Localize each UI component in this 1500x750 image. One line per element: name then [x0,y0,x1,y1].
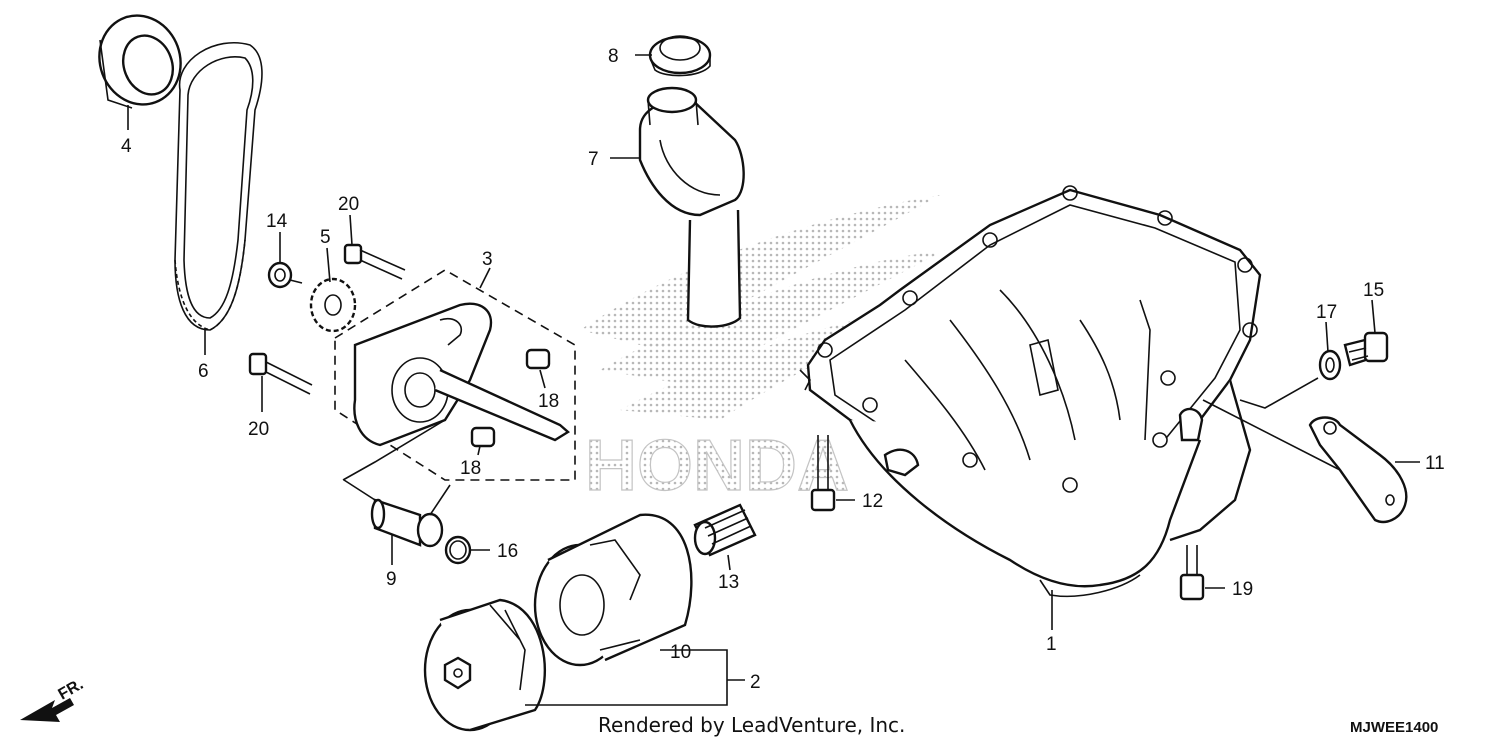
callout-20-lower: 20 [248,419,269,440]
leader-lines [127,54,1420,706]
part-6-chain [174,42,263,331]
callouts: 1 2 3 4 5 6 7 8 9 10 11 12 13 14 15 16 1… [121,46,1445,693]
part-11-bracket [1308,416,1408,524]
callout-20-upper: 20 [338,194,359,215]
part-4-sprocket [98,14,182,109]
part-16-o-ring [444,535,472,565]
callout-11: 11 [1425,453,1445,474]
part-20-bolt-lower [248,352,313,395]
callout-18-upper: 18 [538,391,559,412]
callout-14: 14 [266,211,288,232]
arrow-icon [20,698,74,722]
part-19-bolt [1179,545,1205,601]
part-8-cap [648,35,712,77]
callout-3: 3 [482,249,493,270]
callout-10: 10 [670,642,691,663]
part-1-oil-pan [799,185,1262,598]
callout-1: 1 [1046,634,1057,655]
part-13-nipple [693,503,757,557]
callout-8: 8 [608,46,619,67]
callout-7: 7 [588,149,599,170]
part-15-drain-bolt [1343,331,1389,367]
part-7-strainer [638,86,745,328]
callout-16: 16 [497,541,518,562]
callout-15: 15 [1363,280,1384,301]
part-3-oil-pump [334,269,576,481]
diagram-code: MJWEE1400 [1350,719,1438,736]
part-14-bolt [267,261,303,289]
callout-6: 6 [198,361,209,382]
callout-18-lower: 18 [460,458,481,479]
part-5-gear [309,277,357,333]
front-direction-indicator: FR. [20,676,86,722]
callout-19: 19 [1232,579,1253,600]
footer-credit: Rendered by LeadVenture, Inc. [598,713,905,737]
part-10-oil-filter [533,513,693,667]
watermark-text: HONDA [585,426,849,506]
callout-2: 2 [750,672,761,693]
callout-4: 4 [121,136,132,157]
part-9-sleeve [343,479,451,548]
callout-5: 5 [320,227,331,248]
part-17-washer [1318,349,1342,381]
callout-9: 9 [386,569,397,590]
part-12-bolt [810,435,836,512]
part-2-oil-filter-assy [423,598,546,732]
callout-12: 12 [862,491,883,512]
part-20-bolt-upper [343,243,406,280]
direction-label: FR. [56,676,87,704]
callout-13: 13 [718,572,739,593]
callout-17: 17 [1316,302,1337,323]
